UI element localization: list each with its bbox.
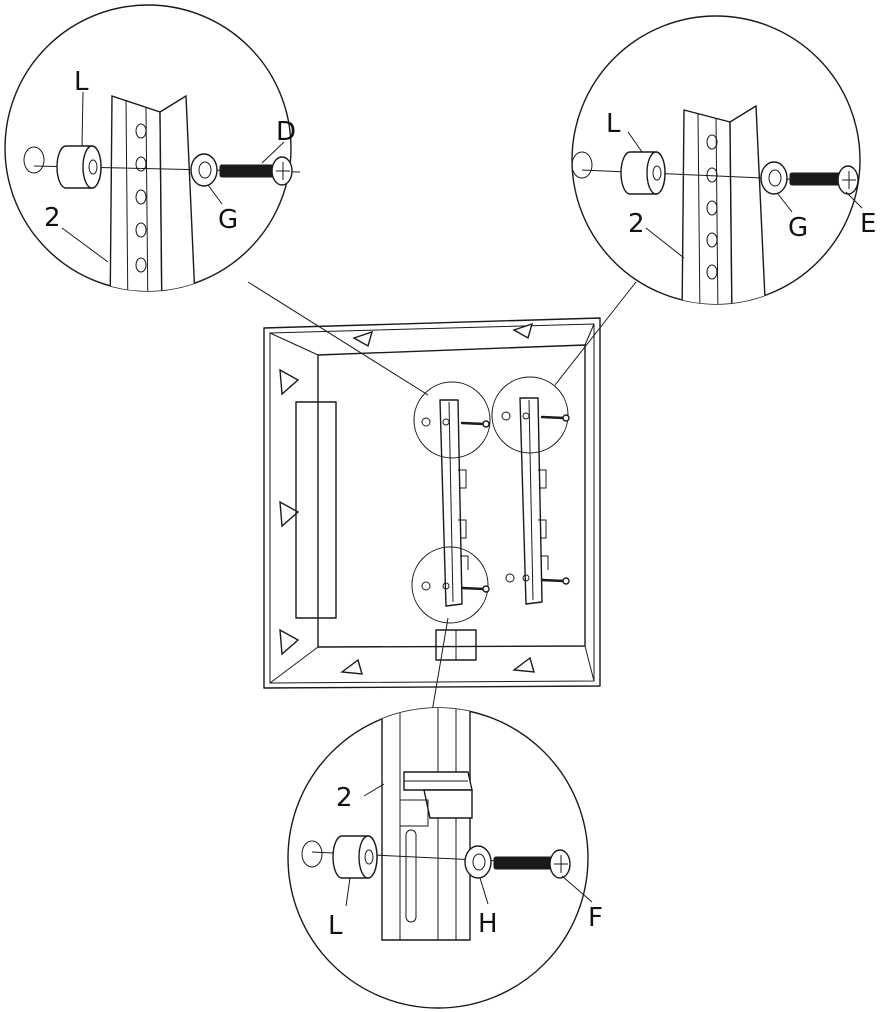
callout-circle-small [413,381,491,459]
panel-bracket-right [501,397,570,605]
panel-vent-triangle [279,628,300,656]
label-bracket: 2 [628,209,645,239]
spacer [56,145,102,189]
label-washer: G [218,205,238,235]
leader-lines [247,281,637,713]
tv-connector-block [435,629,477,661]
bracket-flange [159,94,197,291]
spacer [332,835,378,879]
detail-top-right: L G E 2 [571,15,876,305]
leader-bottom [431,617,449,713]
wall-hole [23,146,45,174]
screw [789,165,859,195]
tv-back-panel [263,317,601,689]
washer [190,153,218,187]
label-spacer: L [606,109,621,139]
spacer [620,151,666,195]
panel-vent-triangle [512,322,534,340]
panel-bracket-left [421,399,490,607]
detail-bottom: 2 L H F [287,707,603,1009]
label-bracket: 2 [44,203,61,233]
label-bracket: 2 [336,783,353,813]
bracket-strip [381,708,471,941]
label-screw: D [276,117,296,147]
bracket-flange [729,104,767,304]
label-washer: H [478,909,498,939]
panel-vent-triangle [279,500,300,528]
leader-top-left [247,281,429,396]
label-screw: F [588,903,603,933]
bracket-slot [405,829,417,923]
label-washer: G [788,213,808,243]
panel-vent-triangle [512,656,535,673]
label-spacer: L [74,67,89,97]
panel-vent-triangle [352,330,374,348]
screw [493,849,571,879]
washer [464,845,492,879]
wall-hole [301,840,323,868]
wall-hole [571,151,593,179]
tv-side-handle [295,401,337,619]
detail-top-left: L D G 2 [4,4,301,292]
bracket-strip [681,109,733,304]
callout-circle-small [411,546,489,624]
label-spacer: L [328,911,343,941]
panel-vent-triangle [279,368,300,396]
label-screw: E [860,209,876,239]
screw [219,156,293,186]
bracket-strip [109,95,163,291]
tv-back-plate [317,344,586,648]
washer [760,161,788,195]
tv-outer-frame [263,317,601,689]
leader-top-right [554,281,637,386]
panel-vent-triangle [340,658,363,675]
